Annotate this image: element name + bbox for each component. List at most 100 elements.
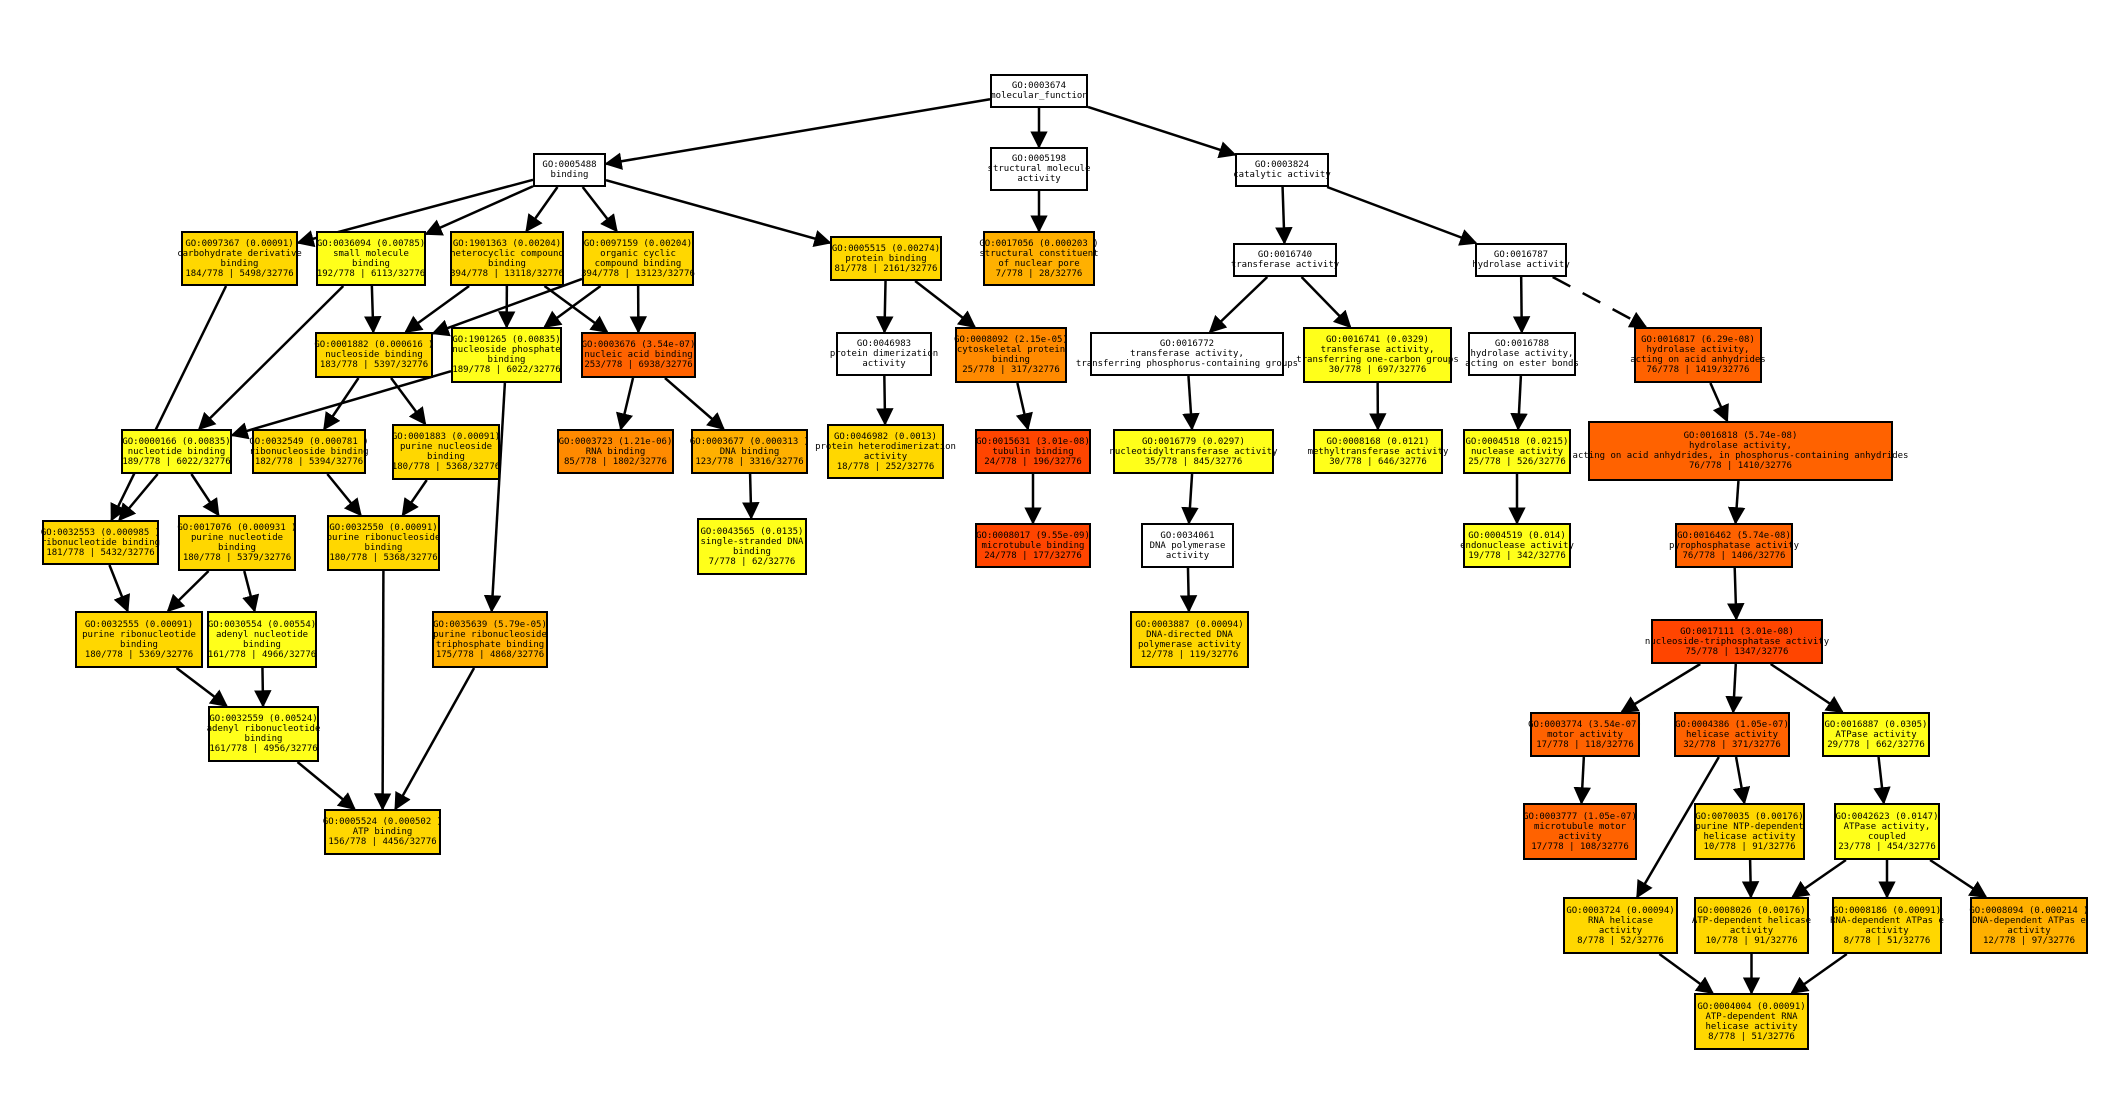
go-term-node[interactable]: GO:0008017 (9.55e-09)microtubule binding… <box>975 523 1091 568</box>
go-term-node[interactable]: GO:0003676 (3.54e-07)nucleic acid bindin… <box>581 332 696 378</box>
go-term-node[interactable]: GO:0032559 (0.00524)adenyl ribonucleotid… <box>207 706 320 762</box>
go-term-node[interactable]: GO:1901265 (0.00835)nucleoside phosphate… <box>451 327 562 383</box>
go-term-line: adenyl nucleotide <box>215 629 309 640</box>
edge-n0003677-n0043565 <box>742 473 760 520</box>
edge-n0016787-n0016788 <box>1512 276 1531 334</box>
go-term-id: GO:0032553 (0.000985 ) <box>40 527 161 538</box>
go-term-node[interactable]: GO:0001882 (0.000616 )nucleoside binding… <box>314 332 434 378</box>
go-term-line: molecular_function <box>990 91 1088 101</box>
go-term-node[interactable]: GO:0046982 (0.0013)protein heterodimeriz… <box>815 424 956 479</box>
go-term-node[interactable]: GO:0016779 (0.0297)nucleotidyltransferas… <box>1110 429 1278 474</box>
go-term-node[interactable]: GO:0032550 (0.00091)purine ribonucleosid… <box>327 515 440 571</box>
go-term-line: acting on acid anhydrides, in phosphorus… <box>1572 451 1909 461</box>
go-term-node[interactable]: GO:0070035 (0.00176)purine NTP-dependent… <box>1694 803 1805 860</box>
go-term-node[interactable]: GO:0035639 (5.79e-05)purine ribonucleosi… <box>432 611 548 668</box>
go-term-line: nucleoside-triphosphatase activity <box>1644 636 1830 647</box>
go-term-line: hydrolase activity, <box>1470 349 1574 359</box>
go-term-node[interactable]: GO:0017111 (3.01e-08)nucleoside-triphosp… <box>1645 619 1829 664</box>
go-term-line: polymerase activity <box>1138 639 1241 650</box>
go-term-line: activity <box>863 451 908 462</box>
go-term-id: GO:0003774 (3.54e-07) <box>1528 719 1642 730</box>
go-term-node[interactable]: GO:0032553 (0.000985 )ribonucleotide bin… <box>40 520 161 565</box>
go-term-id: GO:0003723 (1.21e-06) <box>558 436 673 447</box>
go-term-node[interactable]: GO:0097367 (0.00091)carbohydrate derivat… <box>177 231 302 286</box>
go-term-node[interactable]: GO:1901363 (0.00204)heterocyclic compoun… <box>450 231 564 286</box>
go-term-id: GO:0000166 (0.00835) <box>122 436 231 447</box>
go-term-line: triphosphate binding <box>435 639 545 650</box>
go-term-line: DNA polymerase <box>1149 540 1226 551</box>
go-term-node[interactable]: GO:0017056 (0.000203 )structural constit… <box>979 231 1099 286</box>
go-term-line: 18/778 | 252/32776 <box>836 461 935 472</box>
go-term-node[interactable]: GO:0032555 (0.00091)purine ribonucleotid… <box>75 611 203 668</box>
edge-n0000166-n0017076 <box>190 473 220 517</box>
go-term-id: GO:0008017 (9.55e-09) <box>976 530 1090 541</box>
go-term-node[interactable]: GO:0016818 (5.74e-08)hydrolase activity,… <box>1573 421 1908 481</box>
edge-n0032550-n0005524 <box>373 570 392 811</box>
go-term-line: ATP-dependent helicase <box>1691 915 1812 926</box>
go-term-id: GO:0016779 (0.0297) <box>1142 436 1245 447</box>
go-term-node[interactable]: GO:0032549 (0.000781 )ribonucleoside bin… <box>249 429 369 474</box>
go-term-node[interactable]: GO:0008092 (2.15e-05)cytoskeletal protei… <box>954 327 1068 383</box>
edge-n0016818-n0016462 <box>1727 480 1746 525</box>
go-term-line: protein dimerization <box>829 349 939 359</box>
go-term-node[interactable]: GO:0016462 (5.74e-08)pyrophosphatase act… <box>1669 523 1799 568</box>
edge-n0003676-n0003723 <box>616 377 635 431</box>
go-term-node[interactable]: GO:0042623 (0.0147)ATPase activity,coupl… <box>1834 803 1940 860</box>
go-term-line: 19/778 | 342/32776 <box>1468 550 1566 561</box>
go-term-node[interactable]: GO:0008094 (0.000214 )DNA-dependent ATPa… <box>1969 897 2089 954</box>
edge-n0003774-n0003777 <box>1573 756 1592 805</box>
go-term-line: ATP-dependent RNA <box>1705 1011 1798 1022</box>
edge-n0034061-n0003887 <box>1179 567 1198 613</box>
edge-n0017111-n0003774 <box>1620 662 1701 714</box>
go-term-id: GO:0005488 <box>542 160 597 170</box>
go-term-line: 76/778 | 1419/32776 <box>1646 365 1750 375</box>
edge-n0046983-n0046982 <box>876 375 894 426</box>
go-term-line: transferase activity, <box>1320 345 1435 355</box>
go-term-node[interactable]: GO:0016741 (0.0329)transferase activity,… <box>1296 327 1459 383</box>
go-term-line: 25/778 | 317/32776 <box>962 365 1060 375</box>
go-term-line: nucleoside binding <box>325 350 423 360</box>
go-term-line: 7/778 | 28/32776 <box>995 268 1083 279</box>
go-term-node[interactable]: GO:0008186 (0.00091)RNA-dependent ATPas … <box>1830 897 1944 954</box>
go-term-node[interactable]: GO:0008168 (0.0121)methyltransferase act… <box>1308 429 1448 474</box>
go-term-node[interactable]: GO:0008026 (0.00176)ATP-dependent helica… <box>1691 897 1812 954</box>
go-term-line: 183/778 | 5397/32776 <box>319 360 429 370</box>
go-term-line: 32/778 | 371/32776 <box>1683 739 1781 750</box>
edge-n0097367-n0032553 <box>110 285 228 522</box>
go-term-line: RNA helicase <box>1587 915 1654 926</box>
go-term-node[interactable]: GO:0016817 (6.29e-08)hydrolase activity,… <box>1630 327 1766 383</box>
go-term-id: GO:0003777 (1.05e-07) <box>1523 811 1637 822</box>
go-term-line: binding <box>487 355 526 365</box>
